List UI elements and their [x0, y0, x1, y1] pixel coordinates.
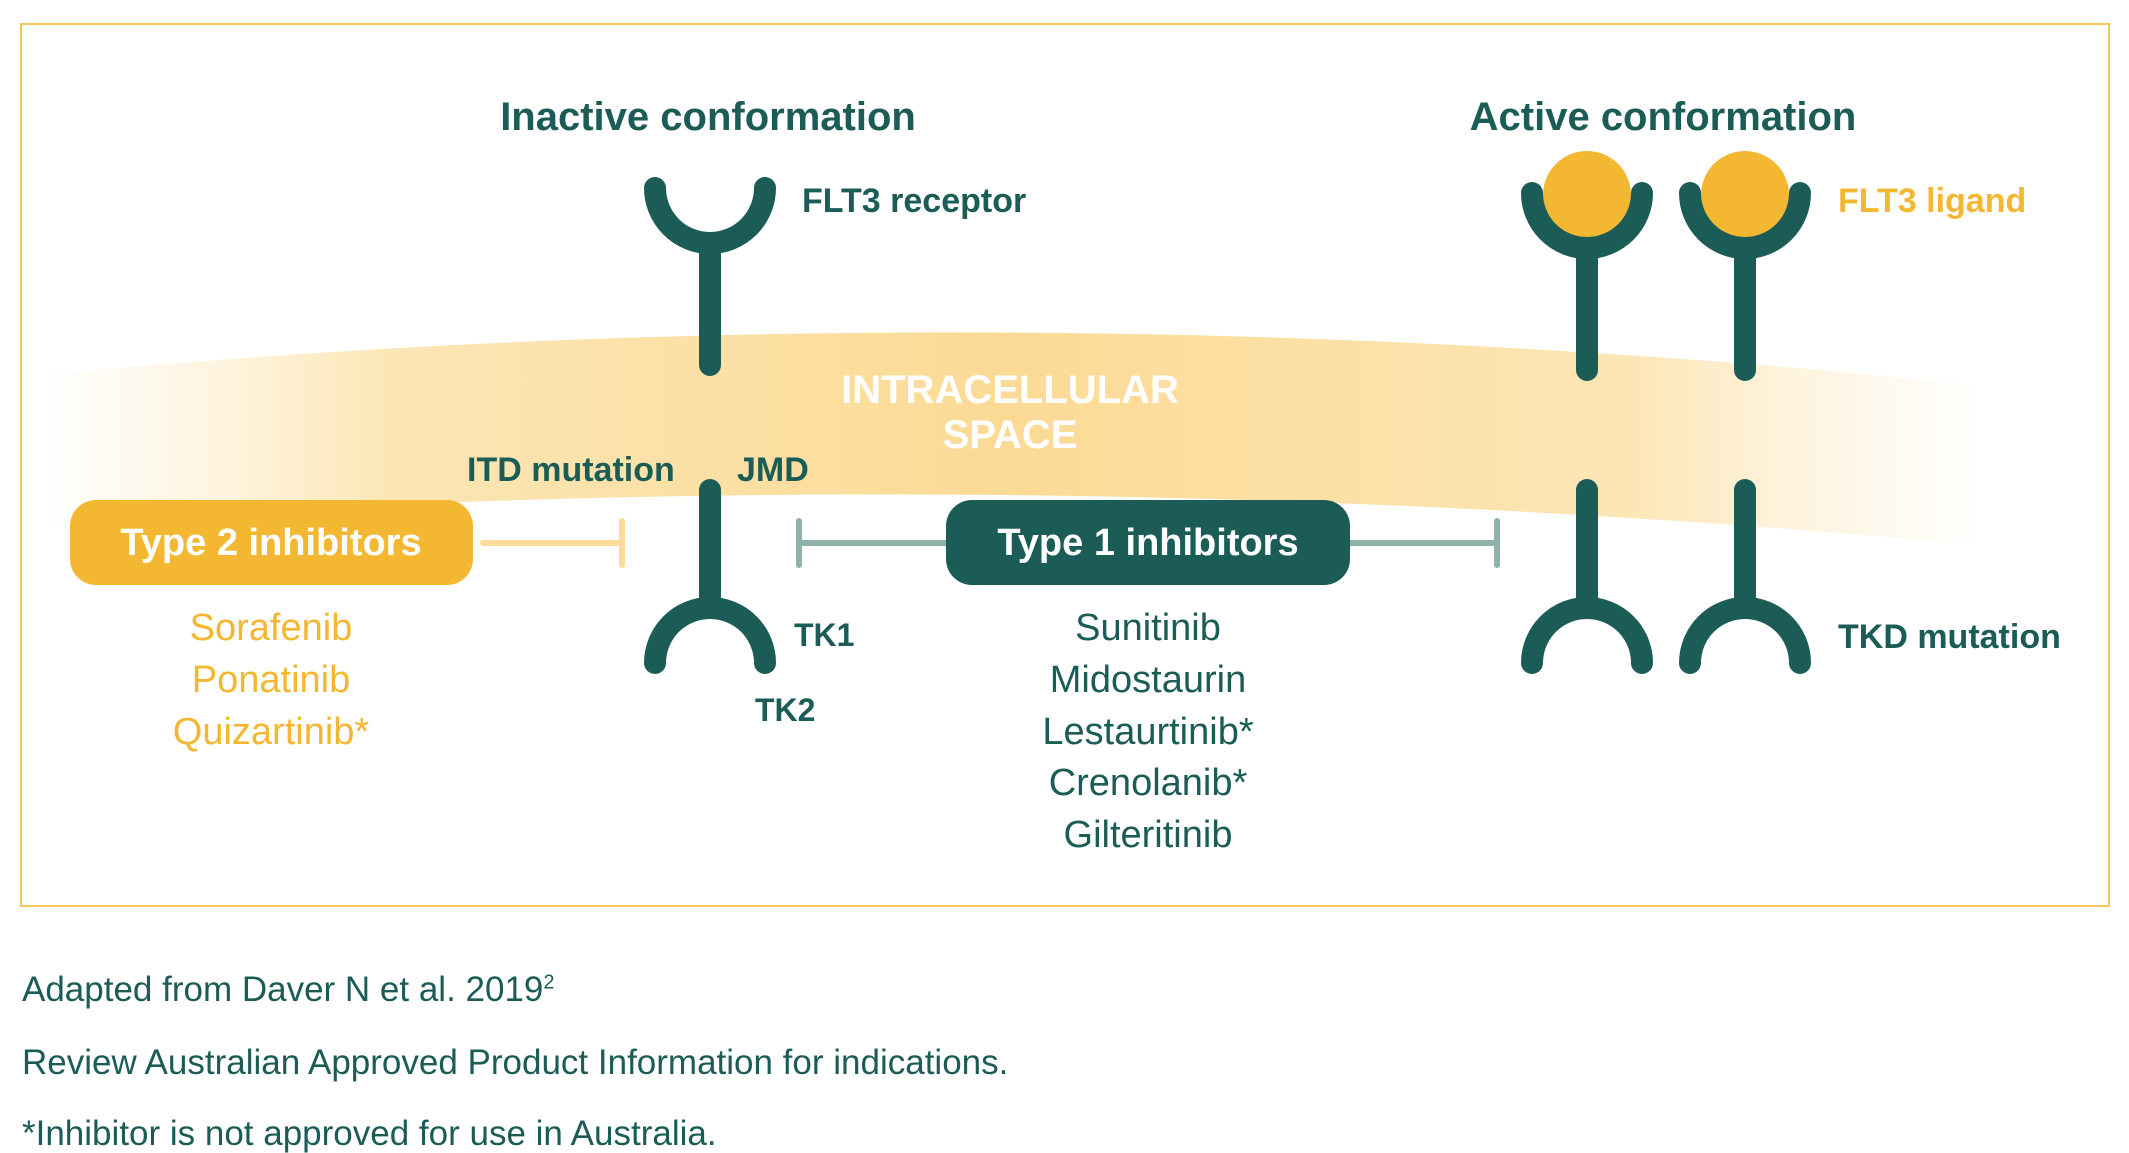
type1-drug: Midostaurin [1050, 659, 1246, 701]
source-text: Adapted from Daver N et al. 2019 [22, 970, 543, 1009]
footer-source: Adapted from Daver N et al. 20192 [22, 970, 555, 1010]
type2-drug: Ponatinib [192, 659, 350, 701]
type1-drug: Crenolanib* [1049, 762, 1248, 804]
type1-drug: Sunitinib [1075, 607, 1221, 649]
type1-drug: Gilteritinib [1064, 814, 1233, 856]
type1-drug: Lestaurtinib* [1042, 711, 1253, 753]
source-reference: 2 [543, 971, 554, 993]
ligand-label: FLT3 ligand [1838, 182, 2026, 220]
receptor-label: FLT3 receptor [802, 182, 1026, 220]
footer-review-note: Review Australian Approved Product Infor… [22, 1043, 1008, 1083]
active-heading: Active conformation [1470, 95, 1857, 139]
tkd-label: TKD mutation [1838, 618, 2061, 656]
flt3-receptor-active-extracellular-1 [1532, 151, 1642, 370]
type2-drug: Sorafenib [190, 607, 353, 649]
flt3-receptor-active-extracellular-2 [1690, 151, 1800, 370]
tk1-label: TK1 [794, 617, 854, 653]
type2-drug: Quizartinib* [173, 711, 370, 753]
footer-not-approved-note: *Inhibitor is not approved for use in Au… [22, 1116, 717, 1151]
type2-inhibition-line [483, 521, 622, 565]
inactive-heading: Inactive conformation [500, 95, 916, 139]
itd-label: ITD mutation [467, 451, 675, 489]
space-label-line2: SPACE [943, 413, 1078, 457]
type1-inhibitors-label: Type 1 inhibitors [997, 522, 1298, 564]
type2-inhibitors-label: Type 2 inhibitors [120, 522, 421, 564]
space-label-line1: INTRACELLULAR [841, 368, 1179, 412]
flt3-receptor-inactive-intracellular [655, 490, 765, 663]
tk2-label: TK2 [755, 692, 815, 728]
jmd-label: JMD [737, 451, 809, 489]
